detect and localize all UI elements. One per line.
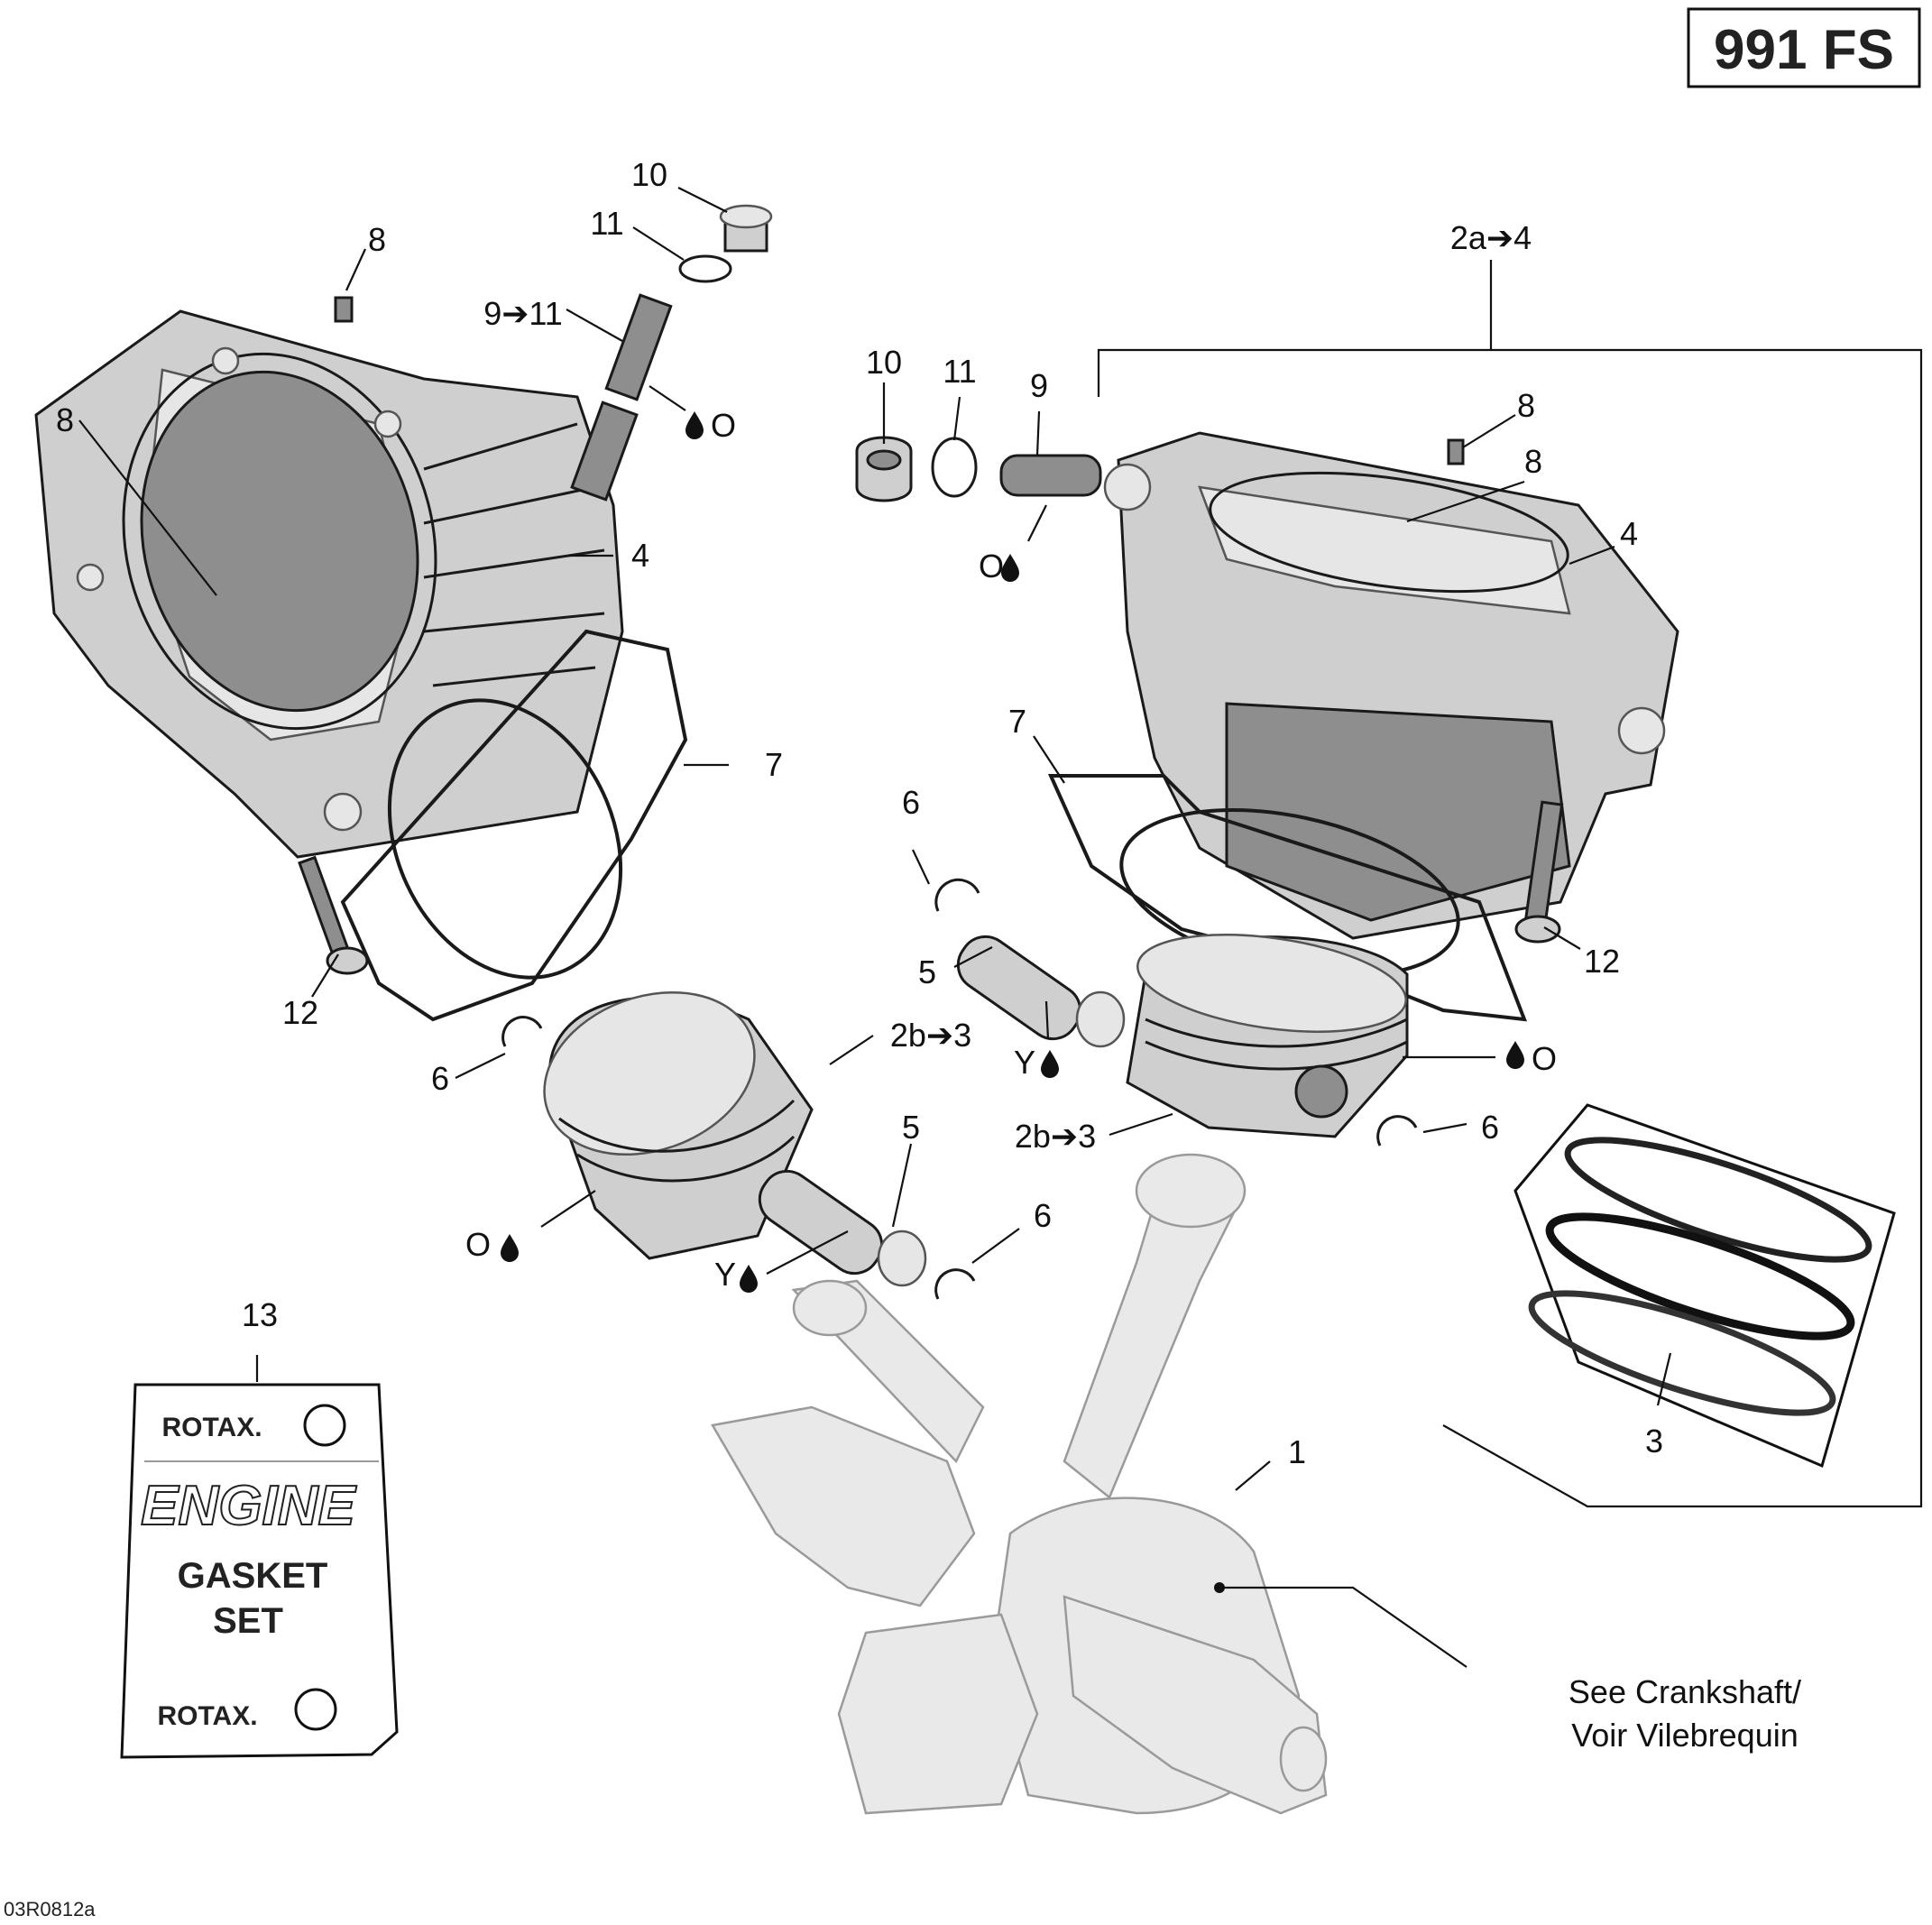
oring-front bbox=[931, 437, 978, 498]
label-12-rear: 12 bbox=[282, 994, 318, 1031]
model-badge: 991 FS bbox=[1687, 7, 1921, 88]
plug-front bbox=[855, 436, 913, 502]
label-3: 3 bbox=[1645, 1423, 1663, 1460]
oil-drop-icon bbox=[501, 1234, 519, 1262]
label-10-front: 10 bbox=[866, 344, 902, 381]
label-6-rear-b: 6 bbox=[1034, 1197, 1052, 1234]
pin-front-top bbox=[1447, 438, 1465, 465]
fitting-rear bbox=[604, 293, 673, 401]
oil-drop-icon bbox=[1506, 1041, 1524, 1069]
label-5-front: 5 bbox=[918, 953, 936, 990]
booklet-brand-bottom: ROTAX. bbox=[157, 1701, 257, 1731]
fitting-front bbox=[999, 454, 1102, 497]
brp-logo-icon bbox=[303, 1404, 346, 1447]
label-9-front: 9 bbox=[1030, 367, 1048, 404]
label-7-front: 7 bbox=[1008, 703, 1026, 740]
leader-lines bbox=[78, 187, 1672, 1668]
cylinder-rear bbox=[34, 309, 639, 859]
label-4-rear: 4 bbox=[631, 537, 649, 574]
piston-rear bbox=[543, 990, 814, 1260]
label-oil-y-rear: Y bbox=[714, 1256, 736, 1293]
piston-ring-set bbox=[1513, 1103, 1896, 1469]
plug-rear bbox=[719, 204, 773, 253]
gasket-set-booklet: ROTAX. ENGINE GASKET SET ROTAX. bbox=[120, 1383, 399, 1759]
gasket-bore-rear bbox=[387, 698, 623, 980]
piston-pin-front bbox=[956, 935, 1126, 1048]
label-6-front-a: 6 bbox=[902, 784, 920, 821]
label-11-rear: 11 bbox=[590, 205, 623, 242]
label-oil-o-rear-fitting: O bbox=[711, 407, 736, 444]
label-8-front-top: 8 bbox=[1517, 387, 1535, 424]
pin-rear-top bbox=[334, 296, 354, 323]
label-4-front: 4 bbox=[1620, 515, 1638, 552]
booklet-brand-top: ROTAX. bbox=[161, 1413, 262, 1442]
label-2b-3-front: 2b➔3 bbox=[1015, 1118, 1096, 1155]
label-9-11-rear: 9➔11 bbox=[483, 295, 563, 332]
label-oil-y-front: Y bbox=[1014, 1044, 1035, 1081]
callout-labels: 10 11 8 9➔11 O 8 4 7 12 6 2b➔3 O 5 6 Y 1… bbox=[56, 156, 1801, 1754]
model-badge-text: 991 FS bbox=[1714, 19, 1894, 81]
label-oil-o-front-fitting: O bbox=[979, 548, 1004, 585]
label-8-rear-top: 8 bbox=[368, 221, 386, 258]
crankshaft-note-line1: See Crankshaft/ bbox=[1569, 1673, 1801, 1710]
label-13: 13 bbox=[242, 1296, 278, 1333]
piston-front bbox=[1126, 934, 1409, 1138]
clip-rear-a bbox=[501, 1016, 543, 1047]
label-1: 1 bbox=[1288, 1433, 1306, 1470]
label-5-rear: 5 bbox=[902, 1109, 920, 1146]
clip-front-b bbox=[1376, 1115, 1418, 1147]
booklet-title: ENGINE bbox=[141, 1475, 356, 1537]
cylinder-front bbox=[1103, 431, 1679, 940]
label-oil-o-rear-piston: O bbox=[465, 1226, 491, 1263]
label-11-front: 11 bbox=[943, 353, 976, 390]
piston-pin-rear bbox=[758, 1169, 927, 1287]
crankshaft-ghost bbox=[711, 1153, 1328, 1815]
label-oil-o-front-piston: O bbox=[1532, 1040, 1557, 1077]
oil-drop-icon bbox=[685, 411, 704, 439]
label-6-front-b: 6 bbox=[1481, 1109, 1499, 1146]
assembly-bracket-2a bbox=[1097, 348, 1923, 1508]
label-8-front-inner: 8 bbox=[1524, 443, 1542, 480]
figure-code: 03R0812a bbox=[4, 1898, 96, 1920]
oil-drop-icon bbox=[740, 1265, 758, 1293]
label-12-front: 12 bbox=[1584, 943, 1620, 980]
clip-front-a bbox=[934, 878, 980, 912]
label-2a-4: 2a➔4 bbox=[1450, 219, 1532, 256]
label-7-rear: 7 bbox=[765, 746, 783, 783]
clip-rear-b bbox=[934, 1268, 976, 1300]
booklet-subtitle-2: SET bbox=[213, 1601, 283, 1641]
label-10-rear: 10 bbox=[631, 156, 667, 193]
booklet-subtitle-1: GASKET bbox=[178, 1556, 328, 1596]
bolt-rear bbox=[298, 855, 369, 975]
label-2b-3-rear: 2b➔3 bbox=[890, 1017, 971, 1054]
bolt-front bbox=[1514, 800, 1564, 944]
oring-rear bbox=[678, 254, 732, 283]
brp-logo-icon bbox=[294, 1688, 337, 1731]
label-8-rear-inner: 8 bbox=[56, 401, 74, 438]
cylinder-gasket-rear bbox=[340, 629, 688, 1022]
label-6-rear-a: 6 bbox=[431, 1060, 449, 1097]
oil-drop-icon bbox=[1041, 1050, 1059, 1078]
crankshaft-note-line2: Voir Vilebrequin bbox=[1571, 1717, 1799, 1754]
